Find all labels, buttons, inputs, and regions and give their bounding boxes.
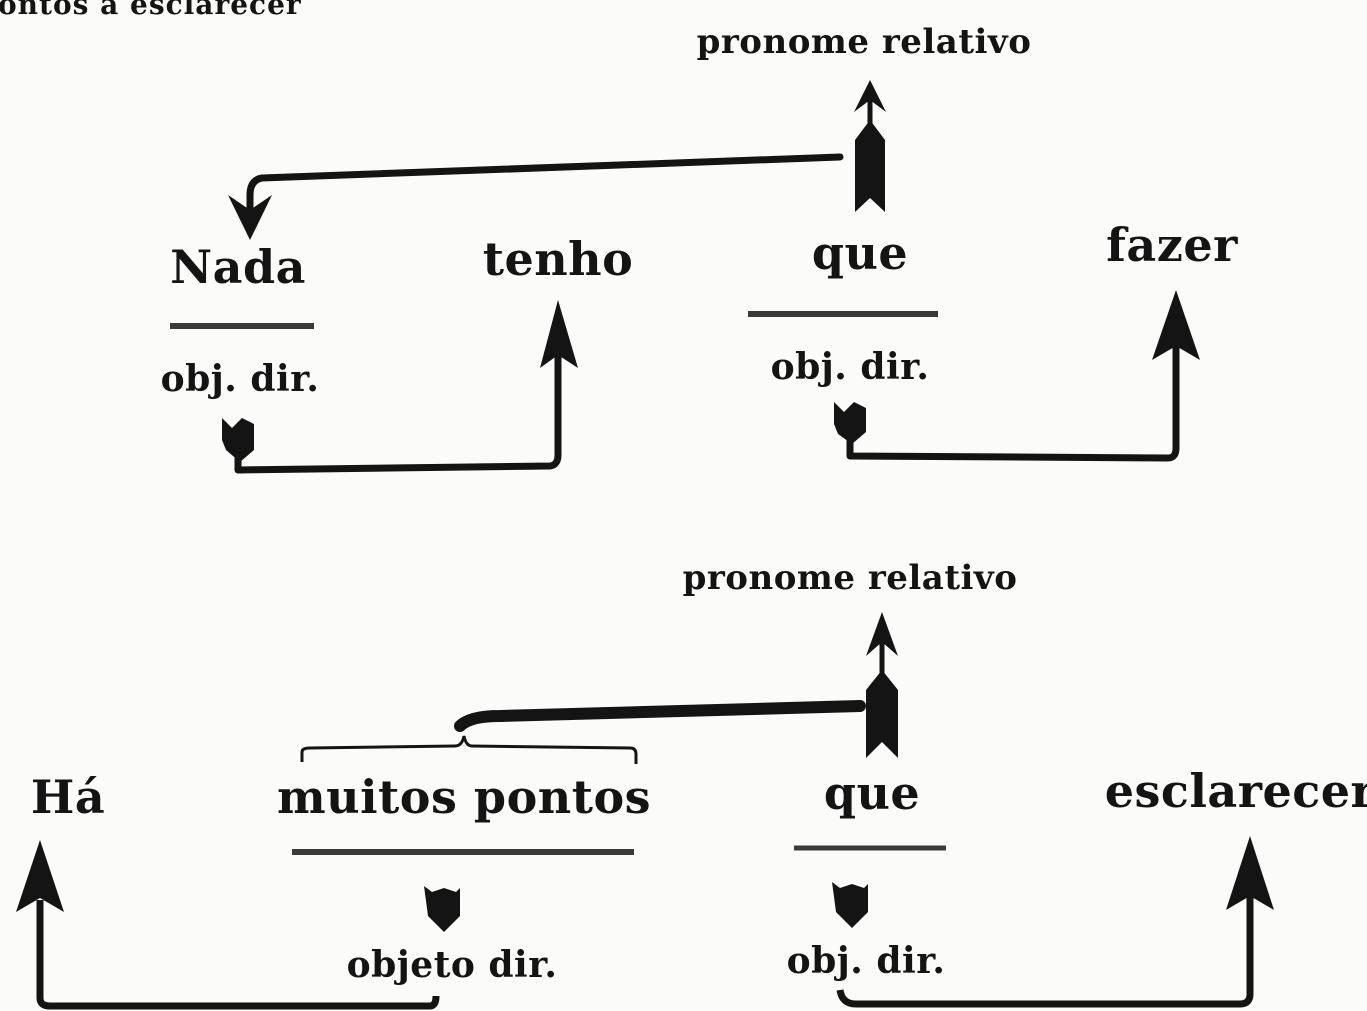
d2-shield-objeto bbox=[424, 886, 460, 932]
d1-role-nada: obj. dir. bbox=[160, 358, 320, 400]
d1-relative-arrow bbox=[854, 80, 886, 212]
d2-header: pronome relativo bbox=[682, 558, 1018, 598]
d2-word-ha: Há bbox=[30, 770, 106, 824]
d2-word-que: que bbox=[823, 766, 921, 820]
d2-relative-arrow bbox=[866, 612, 898, 758]
d1-header: pronome relativo bbox=[696, 22, 1032, 62]
d2-bracket-ha bbox=[16, 840, 440, 1010]
d1-word-nada: Nada bbox=[170, 240, 306, 294]
d2-bracket-esclarecer bbox=[836, 836, 1274, 1008]
d1-role-que: obj. dir. bbox=[770, 346, 930, 388]
d2-brace bbox=[300, 735, 638, 764]
d2-word-muitos-pontos: muitos pontos bbox=[276, 770, 652, 824]
d2-antecedent-line bbox=[454, 700, 866, 732]
d1-word-que: que bbox=[811, 226, 909, 280]
d1-word-fazer: fazer bbox=[1106, 218, 1238, 272]
d1-antecedent-line bbox=[228, 153, 844, 240]
d1-bracket-nada-tenho bbox=[222, 300, 578, 474]
d2-shield-obj bbox=[832, 882, 868, 928]
cropped-caption: ontos a esclarecer bbox=[0, 0, 302, 21]
d1-word-tenho: tenho bbox=[482, 232, 634, 286]
d2-word-esclarecer: esclarecer bbox=[1104, 764, 1367, 818]
d2-role-obj: obj. dir. bbox=[786, 940, 946, 982]
d2-role-objeto: objeto dir. bbox=[346, 944, 558, 986]
d1-bracket-que-fazer bbox=[834, 290, 1200, 462]
